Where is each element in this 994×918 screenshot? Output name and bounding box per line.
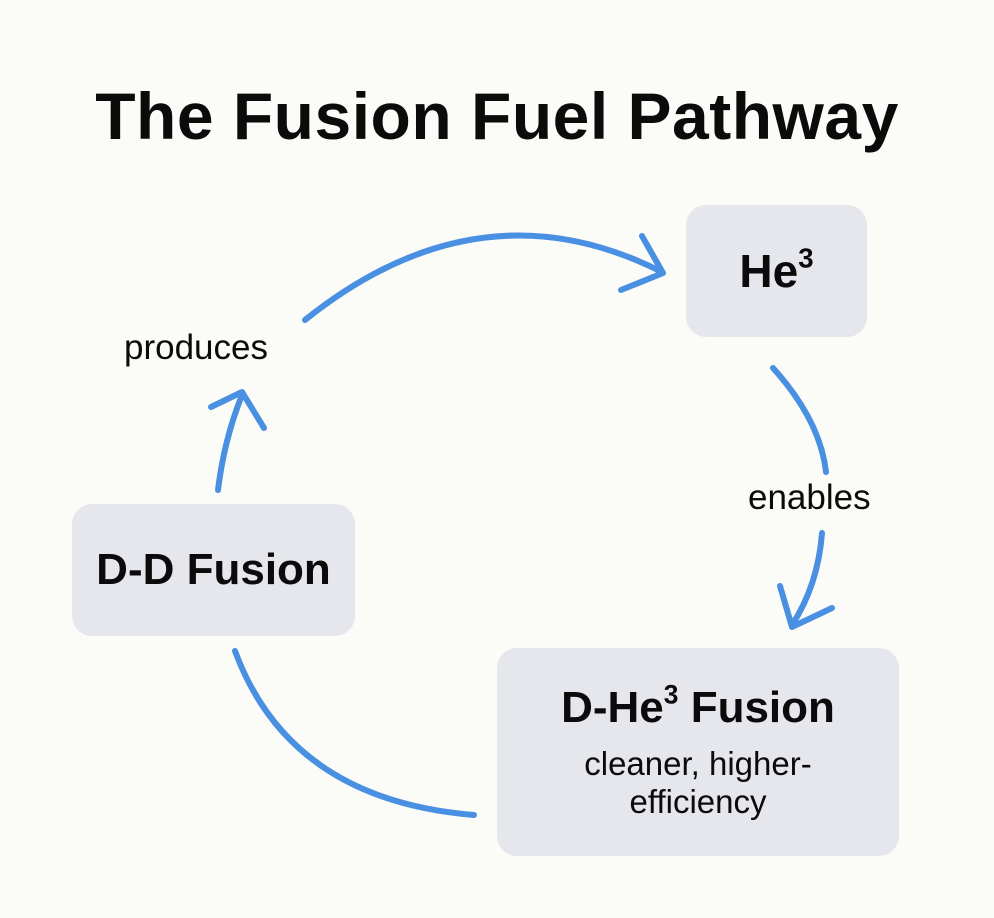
- arrow-dhe3-to-dd: [232, 648, 477, 818]
- arrowhead-produces-to-he3: [618, 233, 666, 293]
- dhe3-subtitle: cleaner, higher-efficiency: [584, 745, 812, 820]
- dd-fusion-node: D-D Fusion: [72, 504, 355, 636]
- arrow-dd-to-produces: [215, 392, 245, 493]
- diagram-title: The Fusion Fuel Pathway: [95, 79, 899, 153]
- dhe3-prefix: D-He: [561, 683, 664, 732]
- arrow-produces-to-he3: [302, 232, 665, 323]
- dd-fusion-label: D-D Fusion: [96, 545, 331, 594]
- he3-base: He: [739, 245, 799, 297]
- he3-superscript: 3: [798, 242, 814, 274]
- dhe3-superscript: 3: [663, 679, 679, 710]
- dhe3-fusion-label: D-He3 Fusion: [561, 679, 835, 733]
- dhe3-suffix: Fusion: [678, 683, 835, 732]
- arrowhead-enables-to-dhe3: [777, 583, 835, 630]
- dhe3-fusion-node: D-He3 Fusion cleaner, higher-efficiency: [497, 648, 899, 856]
- he3-label: He3: [739, 244, 813, 298]
- arrow-he3-to-enables: [770, 365, 829, 475]
- arrowhead-dd-to-produces: [208, 389, 267, 431]
- edge-label-enables: enables: [748, 478, 871, 517]
- edge-label-produces: produces: [124, 328, 268, 367]
- arrow-enables-to-dhe3: [789, 530, 825, 628]
- he3-node: He3: [686, 205, 867, 337]
